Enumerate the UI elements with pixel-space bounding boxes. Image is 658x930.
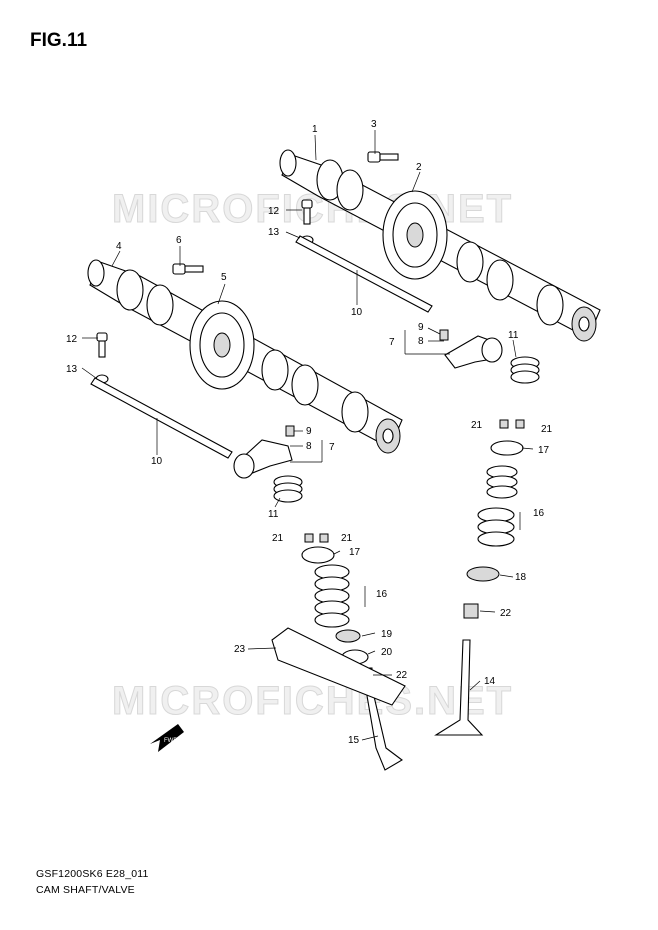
callout-3: 3 — [371, 119, 377, 130]
callout-11-upper: 11 — [508, 330, 519, 341]
model-code: GSF1200SK6 E28_011 — [36, 868, 149, 880]
callout-17-left: 17 — [349, 547, 361, 558]
forward-direction-arrow: FWD — [150, 724, 184, 752]
callout-17-right: 17 — [538, 445, 550, 456]
callout-6: 6 — [176, 235, 182, 246]
callout-22-right: 22 — [500, 608, 512, 619]
callout-11-lower: 11 — [268, 509, 279, 520]
forward-arrow-label: FWD — [164, 738, 178, 744]
callout-10-lower: 10 — [151, 456, 163, 467]
callout-16-right: 16 — [533, 508, 545, 519]
callout-5: 5 — [221, 272, 227, 283]
section-name: CAM SHAFT/VALVE — [36, 884, 135, 896]
rocker-arm-upper — [439, 329, 503, 369]
callout-21-right-b: 21 — [541, 424, 553, 435]
cam-sprocket-lower — [189, 300, 255, 390]
callout-21-right-a: 21 — [471, 420, 483, 431]
callout-7-lower: 7 — [329, 442, 335, 453]
callout-21-left-a: 21 — [272, 533, 284, 544]
callout-23: 23 — [234, 644, 246, 655]
callout-20: 20 — [381, 647, 393, 658]
callout-21-left-b: 21 — [341, 533, 353, 544]
watermark-bottom: MICROFICHES.NET — [112, 679, 513, 723]
rocker-arm-lower — [233, 425, 295, 479]
callout-12-lower: 12 — [66, 334, 78, 345]
callout-labels: 1 2 3 4 5 6 7 7 8 8 9 9 10 10 11 11 12 1… — [66, 119, 553, 746]
callout-10-upper: 10 — [351, 307, 363, 318]
callout-12-upper: 12 — [268, 206, 280, 217]
callout-22-left: 22 — [396, 670, 408, 681]
callout-7-upper: 7 — [389, 337, 395, 348]
valve-cover-plate — [271, 627, 406, 706]
figure-title: FIG.11 — [30, 30, 88, 51]
callout-9-lower: 9 — [306, 426, 312, 437]
callout-16-left: 16 — [376, 589, 388, 600]
callout-19: 19 — [381, 629, 393, 640]
shaft-bolt-upper — [301, 199, 313, 225]
rocker-shaft-upper — [295, 235, 433, 313]
callout-15: 15 — [348, 735, 360, 746]
callout-13-lower: 13 — [66, 364, 78, 375]
watermark-top: MICROFICHES.NET — [112, 187, 513, 231]
leader-lines — [81, 130, 534, 741]
sprocket-bolt-lower — [172, 263, 204, 275]
rocker-spring-upper — [510, 356, 540, 384]
callout-4: 4 — [116, 241, 122, 252]
cam-sprocket-upper — [382, 190, 448, 280]
rocker-spring-lower — [273, 475, 303, 503]
callout-2: 2 — [416, 162, 422, 173]
callout-1: 1 — [312, 124, 318, 135]
callout-9-upper: 9 — [418, 322, 424, 333]
callout-8-upper: 8 — [418, 336, 424, 347]
callout-14: 14 — [484, 676, 496, 687]
sprocket-bolt-upper — [367, 151, 399, 163]
rocker-shaft-lower — [90, 377, 233, 459]
callout-18: 18 — [515, 572, 527, 583]
callout-8-lower: 8 — [306, 441, 312, 452]
shaft-bolt-lower — [96, 332, 108, 358]
valve-stack-right — [434, 419, 525, 736]
callout-13-upper: 13 — [268, 227, 280, 238]
